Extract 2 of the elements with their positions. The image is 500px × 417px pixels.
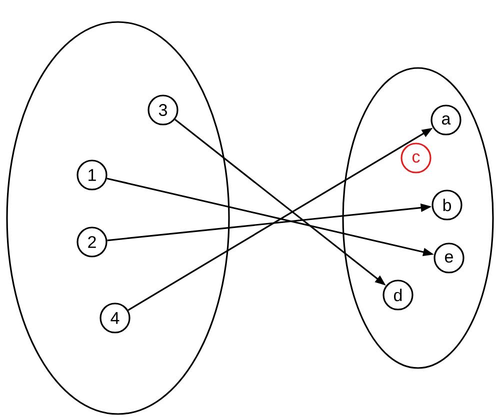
set-ellipse <box>342 67 494 369</box>
set-ellipse <box>6 21 230 415</box>
